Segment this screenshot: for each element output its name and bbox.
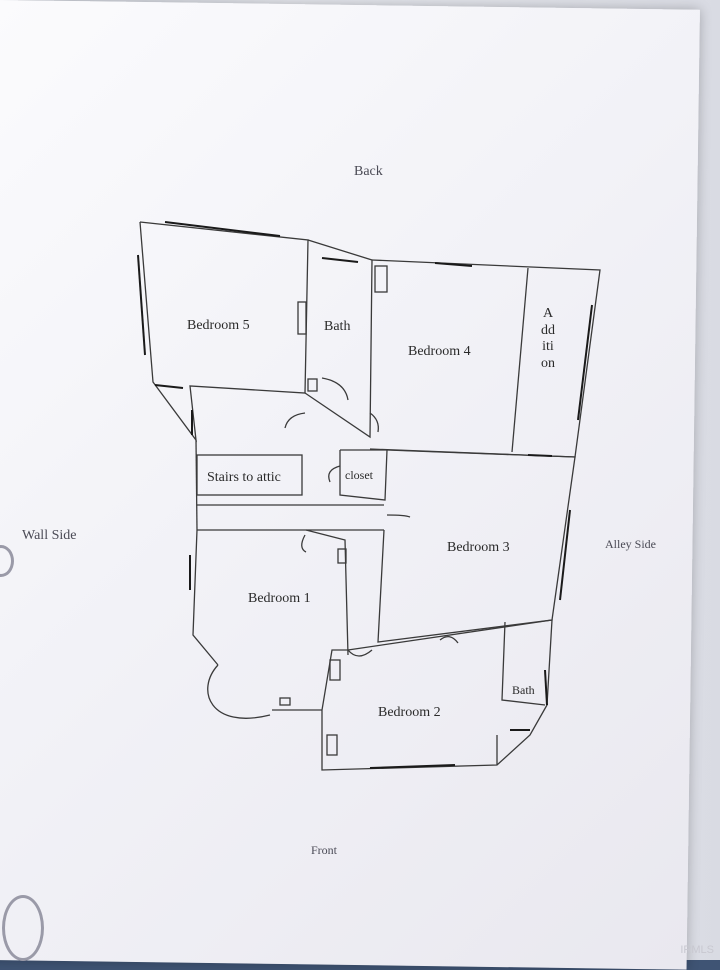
wall-side-label: Wall Side [22, 528, 77, 543]
bedroom1-walls [192, 529, 219, 666]
alley-side-label: Alley Side [605, 537, 656, 551]
binder-ring-icon [2, 895, 44, 961]
closet-label: closet [345, 468, 373, 482]
bath-top-walls [304, 239, 373, 439]
addition-label: Addition [541, 306, 555, 371]
stairs-label: Stairs to attic [207, 470, 281, 485]
bath-top-label: Bath [324, 319, 351, 334]
watermark: IRMLS [680, 944, 714, 956]
bay-window [207, 664, 271, 719]
closet-walls [339, 449, 388, 501]
bedroom3-label: Bedroom 3 [447, 540, 510, 555]
bedroom5-label: Bedroom 5 [187, 318, 250, 333]
front-label: Front [311, 843, 338, 857]
bath-bottom-label: Bath [512, 683, 535, 697]
bedroom1-label: Bedroom 1 [248, 591, 311, 606]
bedroom4-label: Bedroom 4 [408, 344, 471, 359]
back-label: Back [354, 164, 383, 179]
bedroom2-label: Bedroom 2 [378, 705, 441, 720]
bath-bottom-walls [501, 621, 546, 706]
stairs-box [196, 454, 303, 496]
bedroom4-walls [369, 259, 601, 458]
addition-divider [511, 267, 529, 453]
